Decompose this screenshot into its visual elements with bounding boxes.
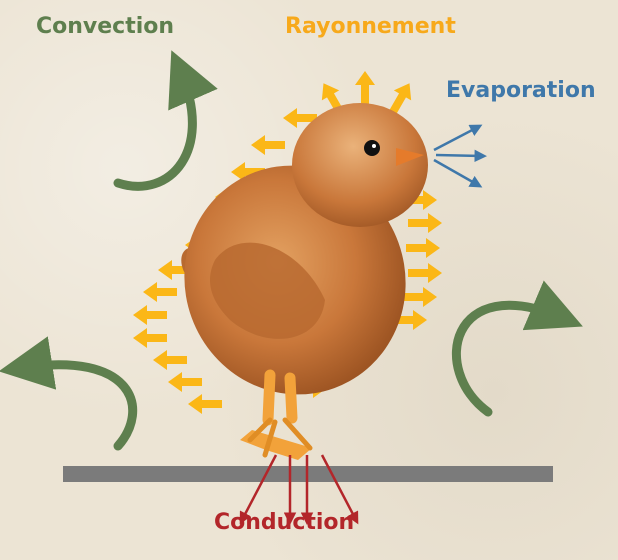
label-evaporation: Evaporation (446, 80, 596, 102)
convection-arrow-bottom-left (20, 365, 133, 446)
radiation-arrow (408, 263, 442, 283)
radiation-arrow (251, 135, 285, 155)
radiation-arrow (188, 394, 222, 414)
radiation-arrow (406, 238, 440, 258)
radiation-arrow (403, 287, 437, 307)
radiation-arrow (143, 282, 177, 302)
radiation-arrow (408, 213, 442, 233)
convection-arrow-top-left (118, 70, 192, 186)
evaporation-arrows (434, 127, 482, 185)
radiation-arrow (153, 350, 187, 370)
radiation-arrow (133, 305, 167, 325)
evaporation-arrow-up (434, 127, 478, 150)
radiation-arrow (133, 328, 167, 348)
radiation-arrow (168, 372, 202, 392)
label-convection: Convection (36, 16, 174, 38)
evaporation-arrow-down (434, 160, 478, 185)
evaporation-arrow-middle (436, 155, 482, 156)
convection-arrow-right (456, 305, 563, 412)
label-rayonnement: Rayonnement (285, 16, 456, 38)
label-conduction: Conduction (214, 512, 354, 534)
radiation-arrow (355, 71, 375, 105)
